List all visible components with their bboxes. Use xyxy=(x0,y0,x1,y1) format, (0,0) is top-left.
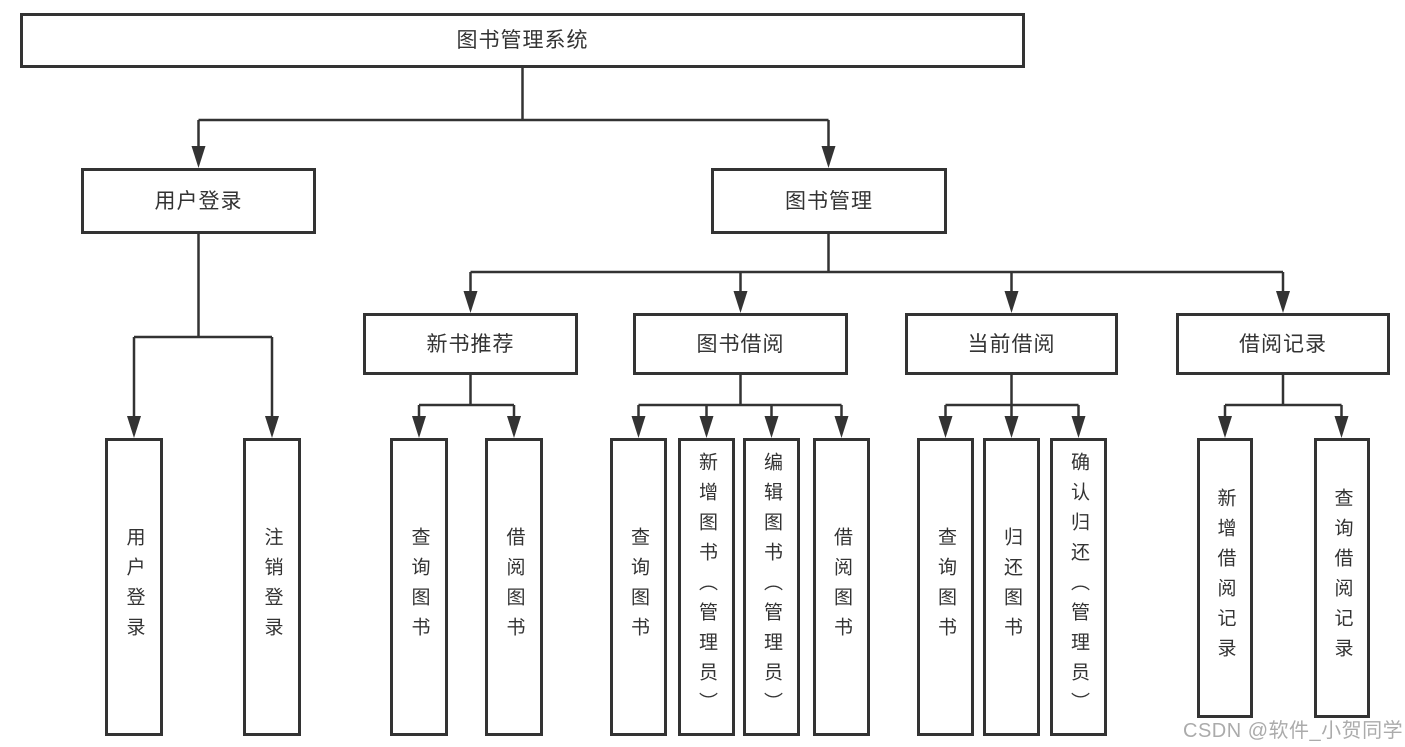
leaf-add-borrow-record: 新增借阅记录 xyxy=(1197,438,1253,718)
leaf-borrow-books-recommend: 借阅图书 xyxy=(485,438,543,736)
leaf-add-books-admin-label: 新增图书（管理员） xyxy=(696,452,717,722)
node-book-management: 图书管理 xyxy=(711,168,947,234)
node-current-borrowing-label: 当前借阅 xyxy=(967,332,1056,356)
node-user-login-label: 用户登录 xyxy=(154,189,243,213)
leaf-edit-books-admin-label: 编辑图书（管理员） xyxy=(761,452,782,722)
leaf-logout: 注销登录 xyxy=(243,438,301,736)
leaf-user-login: 用户登录 xyxy=(105,438,163,736)
node-borrowing-records-label: 借阅记录 xyxy=(1239,332,1327,356)
node-book-management-label: 图书管理 xyxy=(785,189,873,213)
leaf-query-books-recommend: 查询图书 xyxy=(390,438,448,736)
leaf-query-borrow-record-label: 查询借阅记录 xyxy=(1331,488,1353,668)
node-book-borrowing-label: 图书借阅 xyxy=(696,332,785,356)
csdn-watermark: CSDN @软件_小贺同学 xyxy=(1183,720,1404,742)
leaf-add-borrow-record-label: 新增借阅记录 xyxy=(1214,488,1236,668)
leaf-query-borrow-record: 查询借阅记录 xyxy=(1314,438,1370,718)
leaf-query-books-borrowing: 查询图书 xyxy=(610,438,667,736)
leaf-query-books-recommend-label: 查询图书 xyxy=(408,527,430,647)
node-new-book-recommend-label: 新书推荐 xyxy=(426,332,515,356)
leaf-query-books-borrowing-label: 查询图书 xyxy=(628,527,649,647)
leaf-add-books-admin: 新增图书（管理员） xyxy=(678,438,735,736)
node-new-book-recommend: 新书推荐 xyxy=(363,313,578,375)
node-book-borrowing: 图书借阅 xyxy=(633,313,848,375)
leaf-confirm-return-admin-label: 确认归还（管理员） xyxy=(1068,452,1089,722)
leaf-return-books: 归还图书 xyxy=(983,438,1040,736)
node-current-borrowing: 当前借阅 xyxy=(905,313,1118,375)
leaf-borrow-books-recommend-label: 借阅图书 xyxy=(503,527,525,647)
leaf-user-login-label: 用户登录 xyxy=(123,527,145,647)
arrowheads xyxy=(127,146,1349,438)
leaf-confirm-return-admin: 确认归还（管理员） xyxy=(1050,438,1107,736)
leaf-logout-label: 注销登录 xyxy=(261,527,283,647)
node-root-label: 图书管理系统 xyxy=(456,29,589,52)
node-borrowing-records: 借阅记录 xyxy=(1176,313,1390,375)
node-root: 图书管理系统 xyxy=(20,13,1025,68)
leaf-return-books-label: 归还图书 xyxy=(1001,527,1022,647)
leaf-query-books-current-label: 查询图书 xyxy=(935,527,956,647)
leaf-edit-books-admin: 编辑图书（管理员） xyxy=(743,438,800,736)
leaf-query-books-current: 查询图书 xyxy=(917,438,974,736)
leaf-borrow-books-borrowing-label: 借阅图书 xyxy=(831,527,852,647)
leaf-borrow-books-borrowing: 借阅图书 xyxy=(813,438,870,736)
node-user-login: 用户登录 xyxy=(81,168,316,234)
